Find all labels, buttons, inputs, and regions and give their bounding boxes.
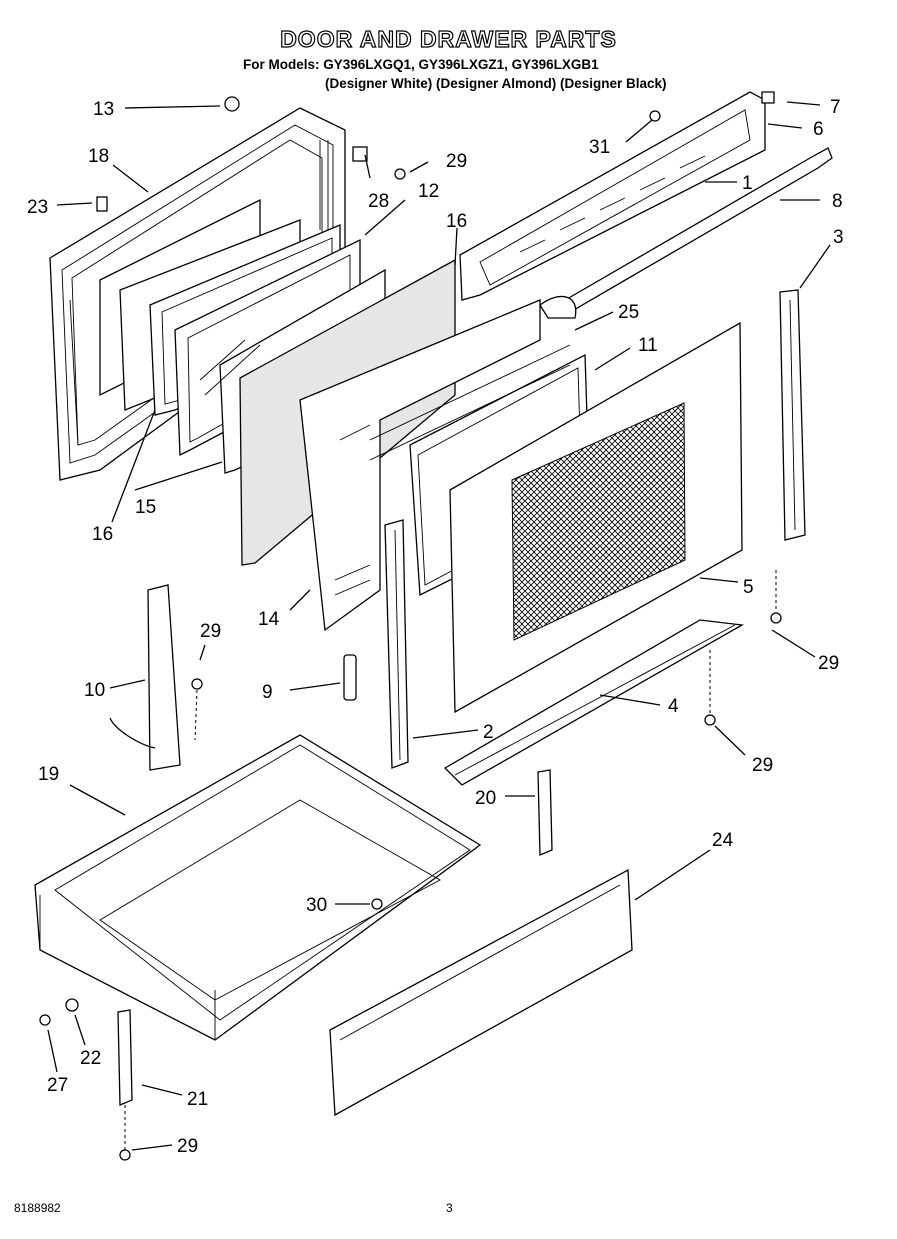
- callout-28: 28: [368, 191, 389, 212]
- colors-line: (Designer White) (Designer Almond) (Desi…: [325, 76, 667, 91]
- callout-25: 25: [618, 302, 639, 323]
- drawer-front-panel: [329, 868, 633, 1117]
- door-handle: [539, 147, 833, 319]
- callout-14: 13: [93, 99, 114, 120]
- drawer-slide-right: [537, 769, 553, 856]
- callout-21-left: 21: [187, 1089, 208, 1110]
- callout-7: 7: [830, 97, 841, 118]
- left-side-trim: [384, 519, 409, 769]
- page-title: DOOR AND DRAWER PARTS: [280, 25, 617, 52]
- callout-29-hinge: 29: [200, 621, 221, 642]
- fasteners: [39, 91, 782, 1161]
- outer-door-panel: [449, 321, 743, 714]
- callout-24: 24: [712, 830, 734, 851]
- left-hinge: [109, 584, 181, 771]
- callout-23: 23: [27, 197, 48, 218]
- callout-8: 8: [832, 191, 843, 212]
- callout-leaders: [47, 101, 831, 1151]
- callout-12: 12: [418, 181, 439, 202]
- callout-numbers: 13 18 23 29 28 12 16 31 7 6 1 8 3 25 11 …: [27, 97, 844, 1157]
- hinge-pin-cover: [343, 654, 357, 701]
- callout-22: 22: [80, 1048, 101, 1069]
- callout-4: 4: [668, 696, 679, 717]
- callout-29-right: 29: [818, 653, 839, 674]
- door-bottom-trim: [443, 619, 745, 786]
- callout-21-right: 20: [475, 788, 496, 809]
- callout-1: 1: [742, 173, 753, 194]
- callout-5: 5: [743, 577, 754, 598]
- drawer-slide-left: [117, 1009, 133, 1106]
- inner-door-panel: [299, 299, 541, 632]
- document-number: 8188982: [14, 1201, 61, 1215]
- callout-16: 16: [92, 524, 113, 545]
- drawer-body: [34, 734, 482, 1041]
- callout-9: 9: [262, 682, 273, 703]
- callout-2: 2: [483, 722, 494, 743]
- callout-31: 31: [589, 137, 610, 158]
- callout-6: 6: [813, 119, 824, 140]
- callout-18: 16: [446, 211, 467, 232]
- right-side-trim: [779, 289, 806, 541]
- callout-13: 14: [258, 609, 280, 630]
- callout-29-bottom-trim: 29: [752, 755, 773, 776]
- models-line: For Models: GY396LXGQ1, GY396LXGZ1, GY39…: [243, 57, 599, 72]
- callout-29-bottom: 29: [177, 1136, 198, 1157]
- callout-15: 15: [135, 497, 156, 518]
- callout-30: 30: [306, 895, 327, 916]
- callout-29-top: 29: [446, 151, 467, 172]
- callout-11: 11: [638, 335, 658, 356]
- callout-3: 3: [833, 227, 844, 248]
- callout-19: 18: [88, 146, 109, 167]
- page-number: 3: [446, 1201, 453, 1215]
- callout-20: 19: [38, 764, 59, 785]
- door-vent-trim: [459, 91, 766, 301]
- callout-27: 27: [47, 1075, 68, 1096]
- callout-10: 10: [84, 680, 105, 701]
